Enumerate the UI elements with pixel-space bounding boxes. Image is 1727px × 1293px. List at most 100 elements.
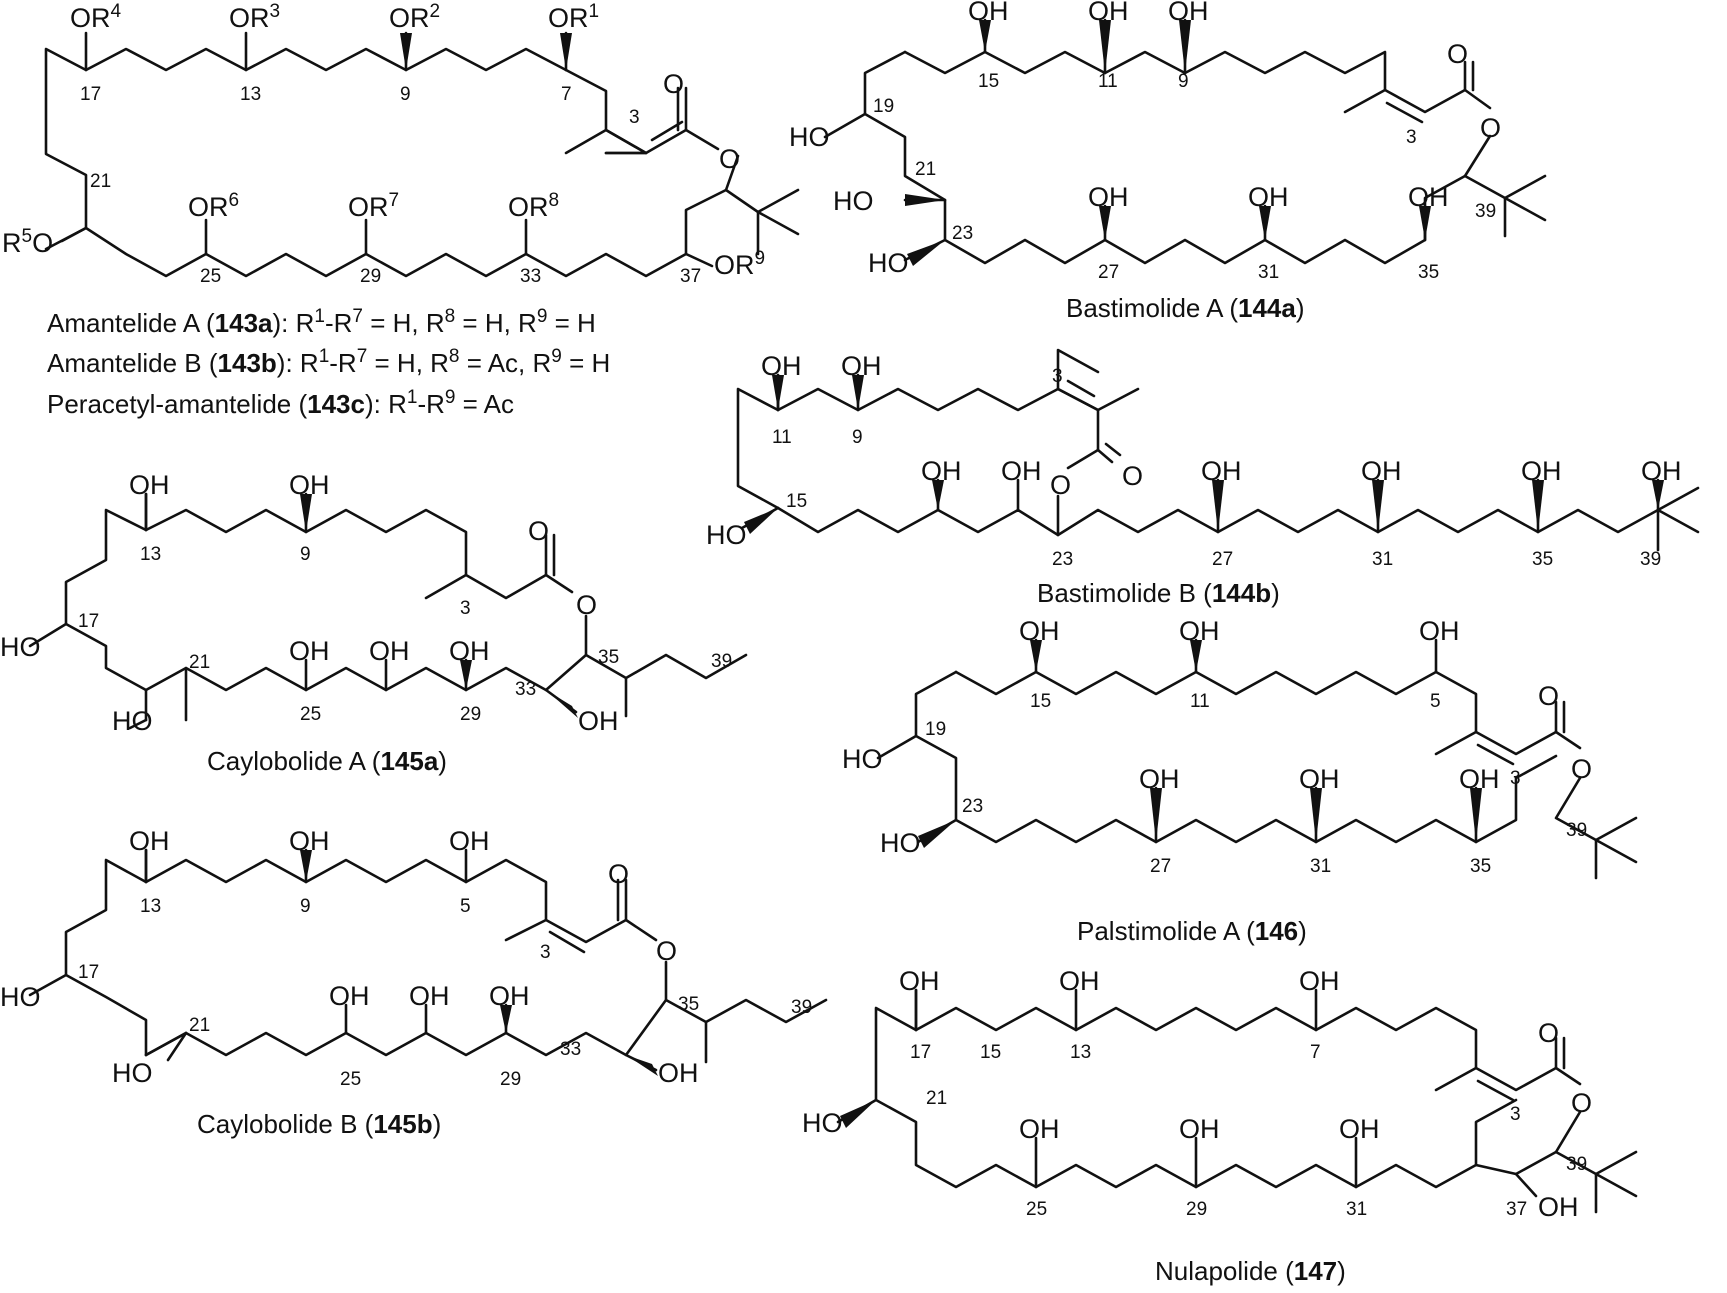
- atom-oh-19: OH: [921, 456, 962, 486]
- structure-amantelide: OR4 OR3 OR2 OR1 O O R5O OR6 OR7 OR8 OR9 …: [2, 1, 800, 287]
- atom-ester-o: O: [1480, 113, 1501, 143]
- locant-3: 3: [1406, 127, 1417, 148]
- atom-or8: OR8: [508, 190, 559, 222]
- atom-oh-39: OH: [1641, 456, 1682, 486]
- atom-oh-37: OH: [1538, 1192, 1579, 1222]
- caption-nulapolide: Nulapolide (147): [1155, 1256, 1346, 1286]
- locant-19: 19: [873, 96, 894, 117]
- atom-oh-27: OH: [1201, 456, 1242, 486]
- atom-ho-21: HO: [833, 186, 874, 216]
- atom-oh-29: OH: [449, 636, 490, 666]
- locant-23: 23: [962, 796, 983, 817]
- locant-3: 3: [629, 107, 640, 128]
- locant-11: 11: [772, 427, 792, 448]
- caption-peracetyl-amantelide: Peracetyl-amantelide (143c): R1-R9 = Ac: [47, 387, 514, 419]
- locant-25: 25: [300, 704, 321, 725]
- locant-21: 21: [90, 171, 111, 192]
- atom-carbonyl-o: O: [1122, 461, 1143, 491]
- locant-35: 35: [678, 994, 699, 1015]
- atom-oh-9: OH: [1168, 0, 1209, 26]
- atom-oh-27: OH: [409, 981, 450, 1011]
- atom-or6: OR6: [188, 190, 239, 222]
- atom-oh-25: OH: [329, 981, 370, 1011]
- locant-37: 37: [680, 266, 701, 287]
- locant-29: 29: [460, 704, 481, 725]
- caption-palstimolide-a: Palstimolide A (146): [1077, 916, 1307, 946]
- atom-oh-29: OH: [489, 981, 530, 1011]
- atom-ester-o: O: [719, 144, 740, 174]
- atom-or9: OR9: [714, 248, 765, 280]
- locant-39: 39: [1475, 201, 1496, 222]
- atom-oh-31: OH: [1361, 456, 1402, 486]
- atom-ho-17: HO: [0, 982, 41, 1012]
- locant-39: 39: [1566, 820, 1587, 841]
- caption-amantelide-b: Amantelide B (143b): R1-R7 = H, R8 = Ac,…: [47, 346, 610, 378]
- locant-23: 23: [952, 223, 973, 244]
- atom-ester-o: O: [1571, 754, 1592, 784]
- locant-17: 17: [910, 1042, 931, 1063]
- atom-ho-19: HO: [842, 744, 883, 774]
- atom-oh-15: OH: [1019, 616, 1060, 646]
- locant-9: 9: [852, 427, 863, 448]
- atom-ho-23: HO: [868, 248, 909, 278]
- atom-oh-25: OH: [1019, 1114, 1060, 1144]
- atom-oh-21: OH: [1001, 456, 1042, 486]
- atom-carbonyl-o: O: [663, 69, 684, 99]
- atom-ester-o: O: [1571, 1088, 1592, 1118]
- atom-oh-13: OH: [129, 826, 170, 856]
- locant-11: 11: [1098, 71, 1118, 92]
- atom-oh-29: OH: [1179, 1114, 1220, 1144]
- locant-9: 9: [300, 896, 311, 917]
- atom-ho-19: HO: [789, 122, 830, 152]
- atom-ho-17: HO: [0, 632, 41, 662]
- atom-or3: OR3: [229, 1, 280, 33]
- locant-15: 15: [1030, 691, 1051, 712]
- atom-carbonyl-o: O: [528, 516, 549, 546]
- atom-carbonyl-o: O: [1538, 1018, 1559, 1048]
- caption-amantelide-a: Amantelide A (143a): R1-R7 = H, R8 = H, …: [47, 306, 596, 338]
- atom-ester-o: O: [576, 590, 597, 620]
- atom-or4: OR4: [70, 1, 122, 33]
- atom-ester-o: O: [656, 936, 677, 966]
- locant-5: 5: [1430, 691, 1441, 712]
- caption-bastimolide-a: Bastimolide A (144a): [1066, 293, 1305, 323]
- locant-21: 21: [189, 1015, 210, 1036]
- locant-35: 35: [1470, 856, 1491, 877]
- locant-13: 13: [1070, 1042, 1091, 1063]
- locant-7: 7: [561, 84, 572, 105]
- locant-5: 5: [460, 896, 471, 917]
- atom-oh-11: OH: [1179, 616, 1220, 646]
- atom-oh-7: OH: [1299, 966, 1340, 996]
- locant-31: 31: [1310, 856, 1331, 877]
- locant-25: 25: [1026, 1199, 1047, 1220]
- locant-9: 9: [400, 84, 411, 105]
- atom-r5o: R5O: [2, 226, 53, 258]
- atom-oh-33: OH: [578, 706, 619, 736]
- atom-oh-25: OH: [289, 636, 330, 666]
- locant-13: 13: [240, 84, 261, 105]
- locant-17: 17: [80, 84, 101, 105]
- atom-oh-35: OH: [1408, 182, 1449, 212]
- atom-oh-35: OH: [1521, 456, 1562, 486]
- locant-9: 9: [300, 544, 311, 565]
- structure-palstimolide-a: OH OH OH O O HO HO OH OH OH 15 11 5 3 19…: [842, 616, 1638, 946]
- locant-21: 21: [926, 1088, 947, 1109]
- locant-35: 35: [1418, 262, 1439, 283]
- atom-oh-13: OH: [1059, 966, 1100, 996]
- structure-caylobolide-b: OH OH OH O O HO HO OH OH OH OH 13 9 5 3 …: [0, 826, 828, 1139]
- locant-29: 29: [500, 1069, 521, 1090]
- caption-block-143: Amantelide A (143a): R1-R7 = H, R8 = H, …: [47, 306, 610, 419]
- locant-7: 7: [1310, 1042, 1321, 1063]
- structure-bastimolide-a: OH OH OH O O HO HO HO OH OH OH 15 11 9 3…: [789, 0, 1547, 323]
- locant-15: 15: [980, 1042, 1001, 1063]
- locant-27: 27: [1098, 262, 1119, 283]
- atom-ho-23: HO: [880, 828, 921, 858]
- atom-or1: OR1: [548, 1, 599, 33]
- locant-17: 17: [78, 962, 99, 983]
- locant-13: 13: [140, 896, 161, 917]
- locant-39: 39: [711, 651, 732, 672]
- atom-oh-31: OH: [1299, 764, 1340, 794]
- locant-15: 15: [978, 71, 999, 92]
- atom-oh-35: OH: [1459, 764, 1500, 794]
